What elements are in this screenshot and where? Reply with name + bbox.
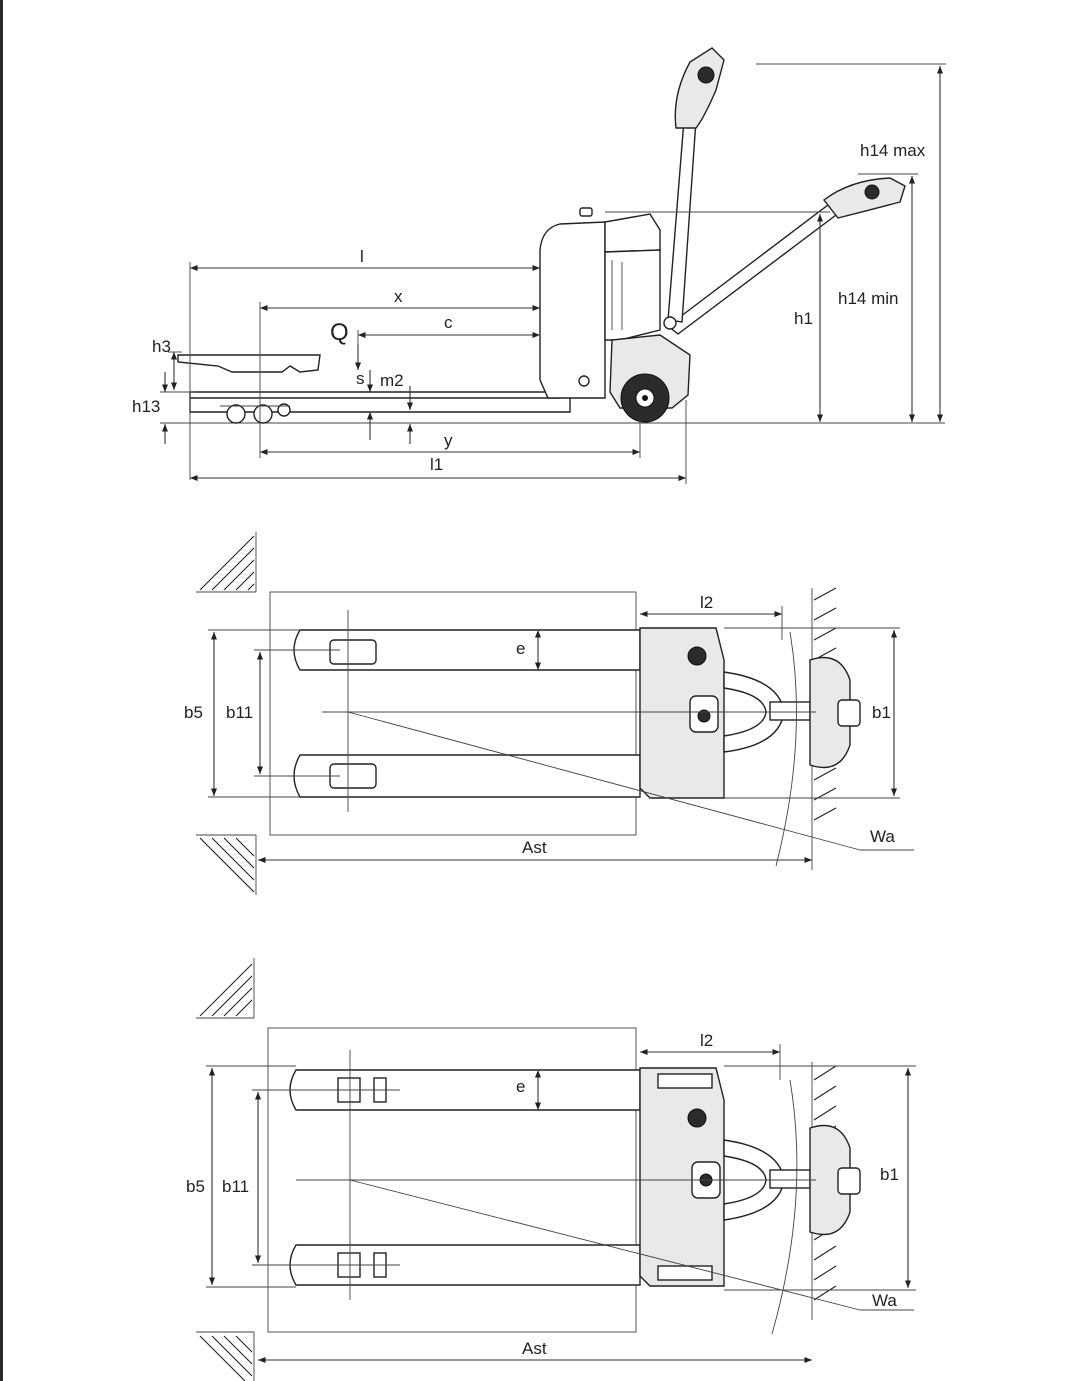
label-x: x: [394, 287, 403, 306]
wall-hatch-lower-left-2: [196, 1331, 255, 1381]
battery-cover: [604, 213, 661, 253]
label-c: c: [444, 313, 453, 332]
top2-label-b5: b5: [186, 1177, 205, 1196]
tiller-yoke-2: [723, 1139, 785, 1221]
top1-label-Ast: Ast: [522, 838, 547, 857]
top2-label-b1: b1: [880, 1165, 899, 1184]
wall-hatch-upper-left-2: [196, 958, 255, 1019]
label-h14-min: h14 min: [838, 289, 898, 308]
fork-arm: [189, 391, 571, 413]
label-h13: h13: [132, 397, 160, 416]
top1-label-e: e: [516, 639, 525, 658]
top2-label-Wa: Wa: [872, 1291, 897, 1310]
tiller-head-raised: [674, 47, 725, 129]
top1-label-b11: b11: [226, 703, 253, 722]
top1-label-Wa: Wa: [870, 827, 895, 846]
label-s: s: [356, 369, 365, 388]
mast-block: [604, 249, 661, 341]
wall-hatch-lower-left: [196, 834, 257, 895]
pallet-outline: [269, 591, 637, 836]
chassis-body: [539, 221, 606, 399]
fork-tip-raised: [177, 354, 321, 373]
label-m2: m2: [380, 371, 404, 390]
label-l: l: [360, 247, 364, 266]
top2-label-Ast: Ast: [522, 1339, 547, 1358]
top-view-2: l2 e b5 b11 b1 Wa Ast: [186, 958, 916, 1381]
top2-label-e: e: [516, 1077, 525, 1096]
tiller-head-top: [809, 656, 851, 769]
label-h3: h3: [152, 337, 171, 356]
top1-label-b1: b1: [872, 703, 891, 722]
load-wheels: [220, 403, 291, 424]
tiller-head-lowered: [823, 177, 906, 219]
left-border: [0, 0, 3, 1381]
label-Q: Q: [330, 319, 349, 346]
tiller-head-top-2: [809, 1124, 851, 1236]
fork-upper: [293, 629, 641, 671]
label-l1: l1: [430, 455, 443, 474]
side-view: l x c Q s m2 h3 h13 y l1: [132, 47, 946, 484]
label-h1: h1: [794, 309, 813, 328]
label-h14-max: h14 max: [860, 141, 926, 160]
top2-label-l2: l2: [700, 1031, 713, 1050]
top1-label-b5: b5: [184, 703, 203, 722]
tiller-arm-raised: [667, 119, 697, 323]
fork-lower: [293, 754, 641, 798]
wall-hatch-upper-left: [196, 532, 257, 593]
tiller-yoke: [723, 671, 785, 753]
top-view-1: l2 e b5 b11 b1 Wa Ast: [184, 532, 914, 895]
top2-label-b11: b11: [222, 1177, 249, 1196]
label-y: y: [444, 431, 453, 450]
top1-label-l2: l2: [700, 593, 713, 612]
